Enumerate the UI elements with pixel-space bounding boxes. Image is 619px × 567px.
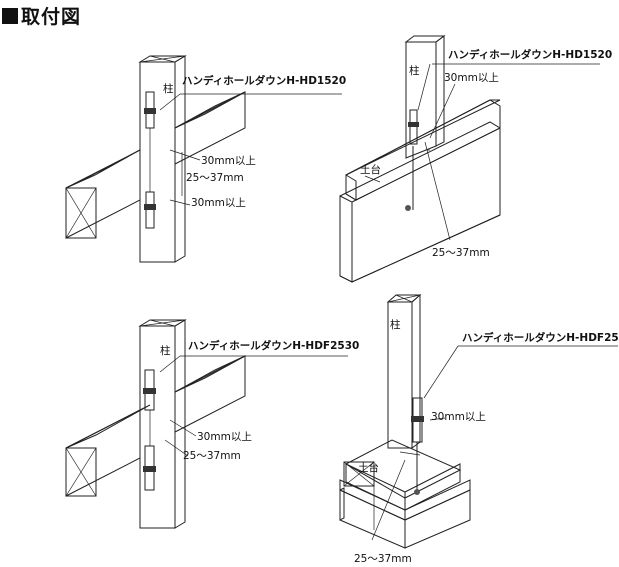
label-column-3: 柱 xyxy=(160,344,171,357)
label-sill-2: 土台 xyxy=(360,163,381,176)
title-square-icon xyxy=(2,7,18,24)
diagram-1-column-beam-hd1520: 柱 ハンディホールダウンH-HD1520 30mm以上 25～37mm 30mm… xyxy=(65,55,346,263)
label-25-37mm-4: 25～37mm xyxy=(354,553,412,565)
diagram-4-corner-sill-hdf2530: 柱 ハンディホールダウンH-HDF2530 30mm以上 土台 25～37mm xyxy=(339,293,619,565)
label-column-2: 柱 xyxy=(409,64,420,77)
label-25-37mm-2: 25～37mm xyxy=(432,247,490,259)
page-title: 取付図 xyxy=(2,2,81,29)
label-product-hd1520-2: ハンディホールダウンH-HD1520 xyxy=(448,48,612,61)
label-product-hdf2530-4: ハンディホールダウンH-HDF2530 xyxy=(462,331,619,344)
title-text: 取付図 xyxy=(21,6,82,28)
label-30mm-4: 30mm以上 xyxy=(431,411,486,423)
label-25-37mm-1: 25～37mm xyxy=(186,172,244,184)
label-sill-4: 土台 xyxy=(358,461,379,474)
label-25-37mm-3: 25～37mm xyxy=(183,450,241,462)
label-30mm-1b: 30mm以上 xyxy=(191,197,246,209)
diagram-2-column-sill-hd1520: 柱 ハンディホールダウンH-HD1520 30mm以上 土台 25～37mm xyxy=(339,35,612,283)
label-product-hd1520-1: ハンディホールダウンH-HD1520 xyxy=(182,74,346,87)
label-30mm-2: 30mm以上 xyxy=(444,72,499,84)
label-30mm-3: 30mm以上 xyxy=(197,431,252,443)
label-column-4: 柱 xyxy=(390,318,401,331)
diagram-3-column-beam-hdf2530: 柱 ハンディホールダウンH-HDF2530 30mm以上 25～37mm xyxy=(65,319,359,529)
label-30mm-1a: 30mm以上 xyxy=(201,155,256,167)
label-product-hdf2530-3: ハンディホールダウンH-HDF2530 xyxy=(188,339,359,352)
label-column-1: 柱 xyxy=(163,82,174,95)
